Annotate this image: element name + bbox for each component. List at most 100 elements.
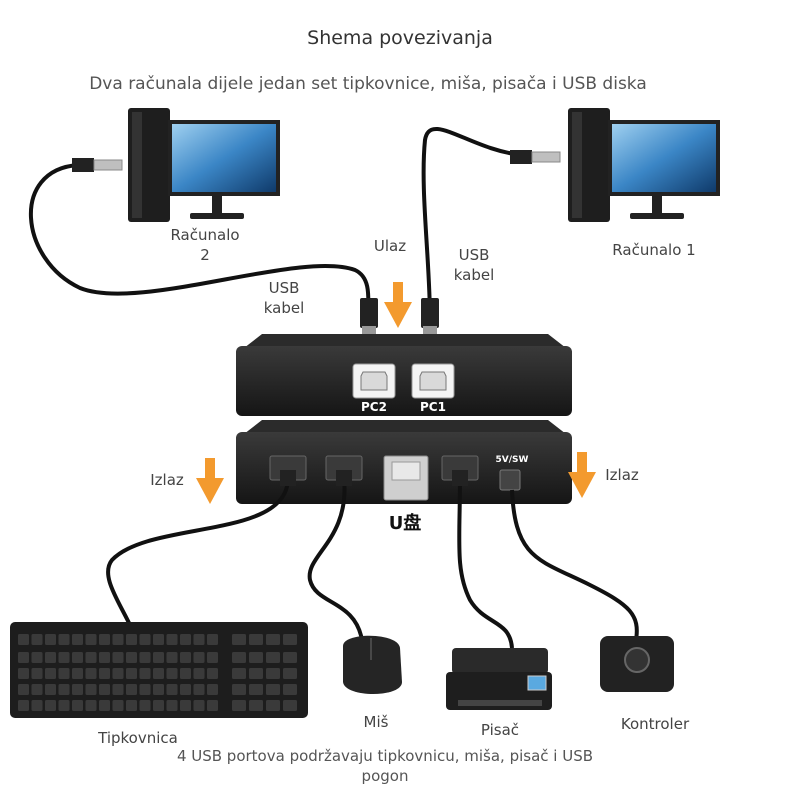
keyboard-key bbox=[207, 684, 218, 695]
keyboard-numpad-key bbox=[232, 652, 246, 663]
keyboard-key bbox=[193, 668, 205, 679]
kvm-switch-back bbox=[236, 334, 572, 416]
keyboard-key bbox=[99, 700, 110, 711]
keyboard-key bbox=[180, 668, 191, 679]
keyboard-key bbox=[72, 668, 83, 679]
keyboard-key bbox=[166, 700, 178, 711]
keyboard-key bbox=[31, 668, 43, 679]
output-arrow-right-head bbox=[568, 472, 596, 498]
keyboard-key bbox=[45, 634, 56, 645]
kvm-back-body bbox=[236, 346, 572, 416]
keyboard-key bbox=[112, 634, 124, 645]
keyboard-keys bbox=[18, 634, 297, 711]
keyboard-key bbox=[31, 684, 43, 695]
printer-tray bbox=[458, 700, 542, 706]
keyboard-key bbox=[31, 634, 43, 645]
usb-a-plug-right-metal bbox=[531, 151, 561, 163]
keyboard-key bbox=[58, 700, 70, 711]
usb-cable-pc1 bbox=[421, 126, 523, 321]
keyboard-numpad-key bbox=[249, 684, 263, 695]
keyboard-numpad-key bbox=[232, 684, 246, 695]
keyboard-key bbox=[85, 634, 97, 645]
keyboard-key bbox=[126, 652, 137, 663]
keyboard-key bbox=[193, 700, 205, 711]
keyboard-numpad-key bbox=[283, 684, 297, 695]
keyboard-numpad-key bbox=[249, 700, 263, 711]
cable-mouse bbox=[307, 477, 364, 641]
usb-cable-left-line1: USB bbox=[268, 279, 300, 297]
pc1-monitor-screen bbox=[612, 124, 716, 192]
mouse-device bbox=[343, 635, 402, 694]
output-right-label: Izlaz bbox=[605, 466, 639, 484]
keyboard-key bbox=[139, 684, 151, 695]
keyboard-key bbox=[99, 634, 110, 645]
output-arrow-left-icon bbox=[196, 458, 224, 504]
controller-label: Kontroler bbox=[620, 715, 690, 733]
keyboard-key bbox=[126, 700, 137, 711]
keyboard-key bbox=[45, 652, 56, 663]
keyboard-numpad-key bbox=[266, 652, 280, 663]
keyboard-numpad-key bbox=[232, 700, 246, 711]
keyboard-numpad-key bbox=[266, 668, 280, 679]
controller-device bbox=[600, 636, 674, 692]
keyboard-numpad-key bbox=[283, 634, 297, 645]
keyboard-numpad-key bbox=[266, 634, 280, 645]
keyboard-key bbox=[193, 652, 205, 663]
input-arrow-head bbox=[384, 302, 412, 328]
printer-label: Pisač bbox=[480, 721, 520, 739]
keyboard-numpad-key bbox=[283, 668, 297, 679]
keyboard-numpad-key bbox=[266, 700, 280, 711]
keyboard-key bbox=[72, 634, 83, 645]
pc2-port-label: PC2 bbox=[361, 400, 387, 414]
computer-1 bbox=[568, 108, 720, 222]
sw-port-label: 5V/SW bbox=[495, 455, 529, 465]
keyboard-key bbox=[31, 700, 43, 711]
usb-a-plug-right bbox=[510, 150, 561, 164]
printer-screen bbox=[527, 675, 547, 691]
keyboard-numpad-key bbox=[266, 684, 280, 695]
keyboard-device bbox=[10, 622, 308, 718]
keyboard-key bbox=[45, 684, 56, 695]
computer-2 bbox=[128, 108, 280, 222]
keyboard-key bbox=[85, 668, 97, 679]
cable-printer bbox=[457, 477, 514, 649]
pc2-monitor-screen bbox=[172, 124, 276, 192]
output-arrow-left-head bbox=[196, 478, 224, 504]
keyboard-key bbox=[153, 634, 164, 645]
keyboard-key bbox=[72, 652, 83, 663]
keyboard-key bbox=[18, 652, 29, 663]
usb-cable-right-line2: kabel bbox=[453, 266, 495, 284]
keyboard-key bbox=[166, 668, 178, 679]
pc2-usb-b-port-inner bbox=[360, 371, 388, 391]
keyboard-key bbox=[207, 668, 218, 679]
keyboard-numpad-key bbox=[283, 652, 297, 663]
keyboard-key bbox=[180, 700, 191, 711]
input-label: Ulaz bbox=[373, 237, 407, 255]
keyboard-key bbox=[180, 634, 191, 645]
cable-keyboard bbox=[106, 477, 290, 626]
diagram-subtitle: Dva računala dijele jedan set tipkovnice… bbox=[89, 74, 647, 94]
keyboard-numpad-key bbox=[232, 668, 246, 679]
controller-knob bbox=[624, 647, 650, 673]
keyboard-key bbox=[139, 634, 151, 645]
keyboard-key bbox=[180, 684, 191, 695]
keyboard-key bbox=[18, 684, 29, 695]
keyboard-key bbox=[139, 700, 151, 711]
keyboard-key bbox=[45, 700, 56, 711]
keyboard-key bbox=[18, 700, 29, 711]
usb-a-plug-right-body bbox=[510, 150, 532, 164]
keyboard-key bbox=[112, 668, 124, 679]
diagram-title: Shema povezivanja bbox=[307, 27, 493, 49]
pc1-usb-b-port-inner bbox=[419, 371, 447, 391]
keyboard-key bbox=[126, 668, 137, 679]
keyboard-key bbox=[193, 684, 205, 695]
keyboard-numpad-key bbox=[232, 634, 246, 645]
kvm-back-top-face bbox=[244, 334, 566, 348]
printer-top bbox=[452, 648, 548, 674]
usb-cable-left-line2: kabel bbox=[263, 299, 305, 317]
output-arrow-right-shaft bbox=[577, 452, 587, 474]
pc1-tower-edge bbox=[572, 112, 582, 218]
printer-device bbox=[446, 648, 552, 710]
output-arrow-left-shaft bbox=[205, 458, 215, 480]
keyboard-key bbox=[126, 684, 137, 695]
